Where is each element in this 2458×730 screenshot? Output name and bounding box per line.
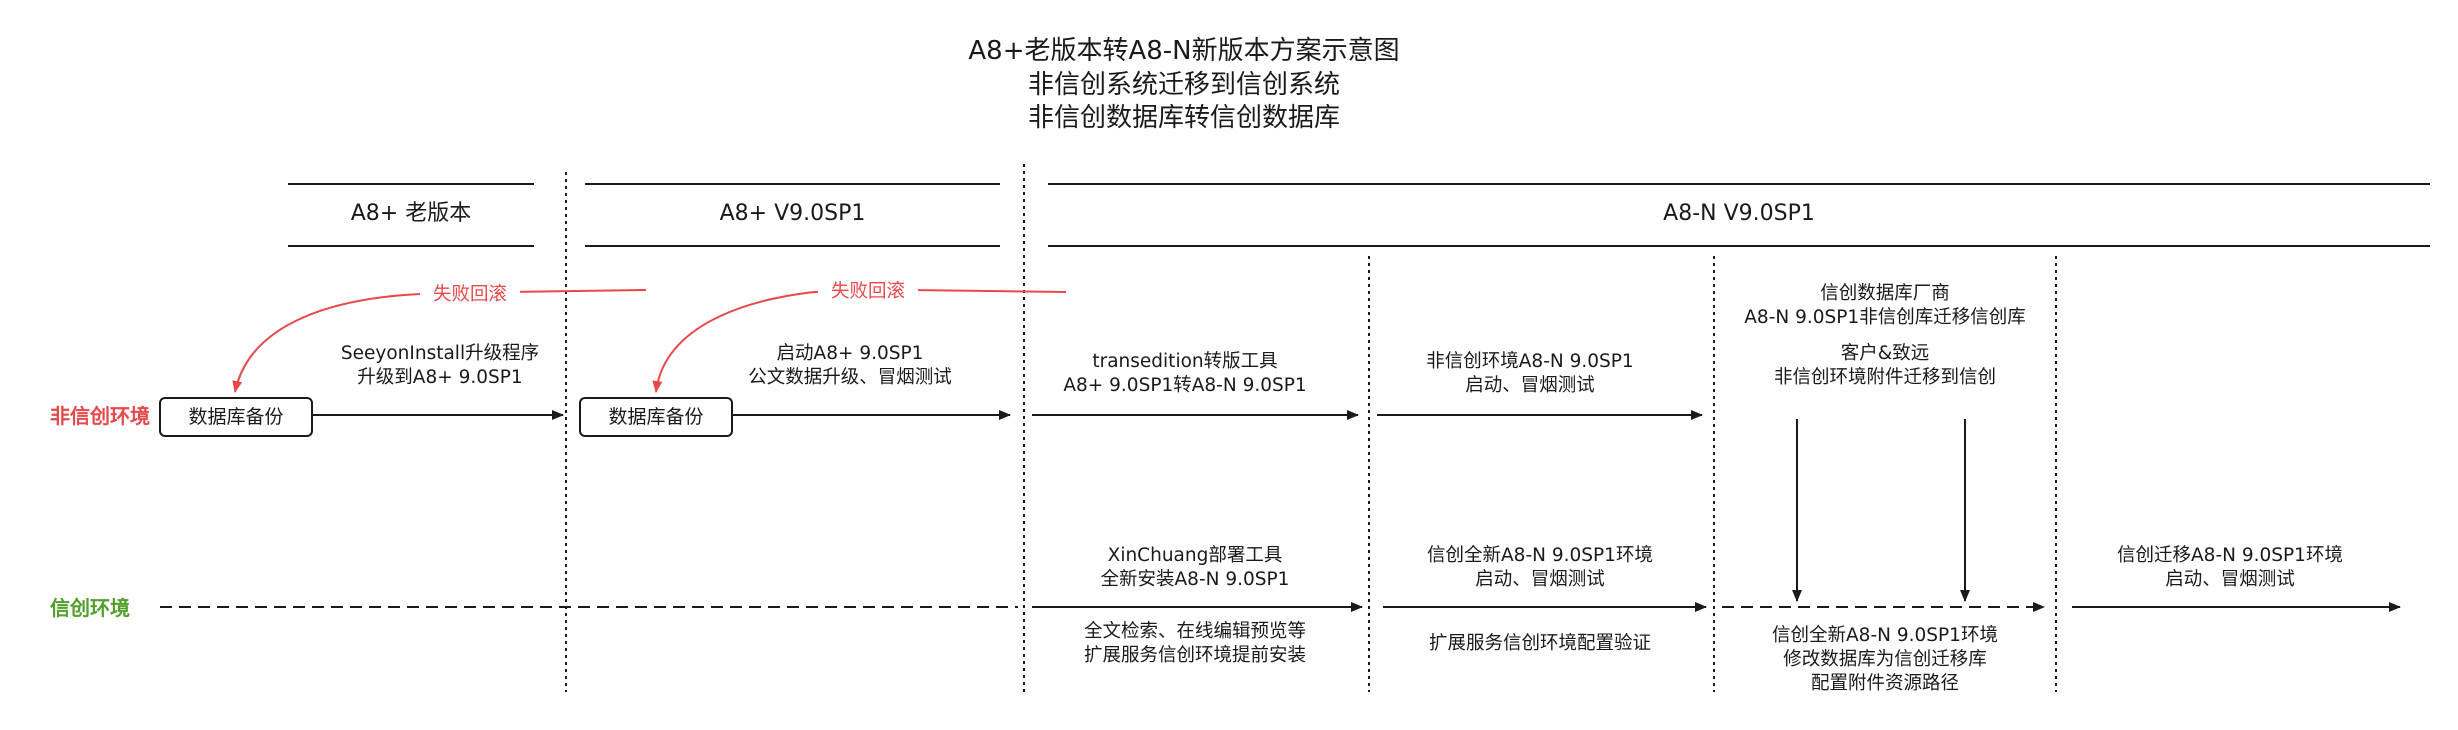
header-rules [288, 183, 2430, 247]
phase-separators [565, 164, 2057, 692]
migration-arrows [1792, 419, 1970, 602]
rollback-arrows [232, 289, 1067, 393]
